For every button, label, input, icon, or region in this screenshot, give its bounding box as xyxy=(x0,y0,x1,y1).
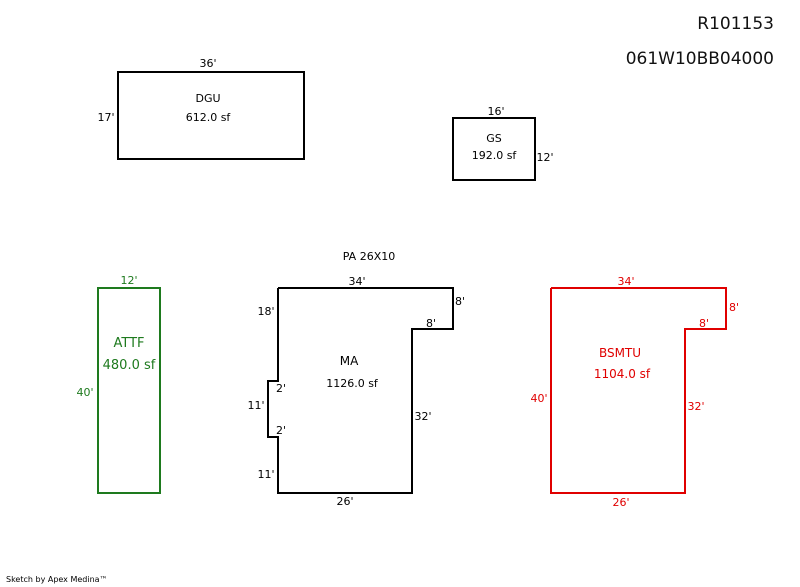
area-ma: 34' 8' 8' 32' 26' 18' 2' 11' 2' 11' MA 1… xyxy=(247,275,465,508)
gs-area: 192.0 sf xyxy=(472,149,518,162)
ma-jog-bottom-dimension: 2' xyxy=(276,424,286,437)
ma-right-upper-dimension: 8' xyxy=(455,295,465,308)
attf-top-dimension: 12' xyxy=(120,274,137,287)
ma-jog-top-dimension: 2' xyxy=(276,382,286,395)
gs-top-dimension: 16' xyxy=(487,105,504,118)
bsmtu-left-dimension: 40' xyxy=(530,392,547,405)
bsmtu-top-dimension: 34' xyxy=(617,275,634,288)
ma-area: 1126.0 sf xyxy=(326,377,379,390)
map-number: 061W10BB04000 xyxy=(625,49,774,69)
bsmtu-area: 1104.0 sf xyxy=(594,367,651,381)
dgu-outline xyxy=(117,71,305,160)
parcel-id: R101153 xyxy=(697,14,774,34)
ma-bottom-dimension: 26' xyxy=(336,495,353,508)
ma-right-lower-dimension: 32' xyxy=(414,410,431,423)
dgu-area: 612.0 sf xyxy=(186,111,232,124)
area-bsmtu: 34' 8' 8' 32' 26' 40' BSMTU 1104.0 sf xyxy=(530,275,739,509)
gs-side-dimension: 12' xyxy=(536,151,553,164)
dgu-top-dimension: 36' xyxy=(199,57,216,70)
area-attf: 12' 40' ATTF 480.0 sf xyxy=(76,274,161,494)
bsmtu-name: BSMTU xyxy=(599,346,641,360)
ma-jog-mid-dimension: 11' xyxy=(247,399,264,412)
ma-outline xyxy=(267,287,454,494)
area-gs: 16' 12' GS 192.0 sf xyxy=(452,105,554,181)
bsmtu-right-lower-dimension: 32' xyxy=(687,400,704,413)
bsmtu-right-upper-dimension: 8' xyxy=(729,301,739,314)
dgu-name: DGU xyxy=(195,92,220,105)
dgu-side-dimension: 17' xyxy=(97,111,114,124)
attf-name: ATTF xyxy=(113,336,144,351)
bsmtu-outline xyxy=(550,287,727,494)
sketch-credit: Sketch by Apex Medina™ xyxy=(6,575,108,584)
ma-name: MA xyxy=(340,354,359,368)
ma-left-lower-dimension: 11' xyxy=(257,468,274,481)
bsmtu-notch-dimension: 8' xyxy=(699,317,709,330)
gs-name: GS xyxy=(486,132,502,145)
ma-notch-dimension: 8' xyxy=(426,317,436,330)
attf-side-dimension: 40' xyxy=(76,386,93,399)
gs-outline xyxy=(452,117,536,181)
attf-area: 480.0 sf xyxy=(103,358,156,373)
area-dgu: 36' 17' DGU 612.0 sf xyxy=(97,57,305,160)
attf-outline xyxy=(97,287,161,494)
ma-left-upper-dimension: 18' xyxy=(257,305,274,318)
bsmtu-bottom-dimension: 26' xyxy=(612,496,629,509)
pa-label: PA 26X10 xyxy=(343,250,395,263)
ma-top-dimension: 34' xyxy=(348,275,365,288)
